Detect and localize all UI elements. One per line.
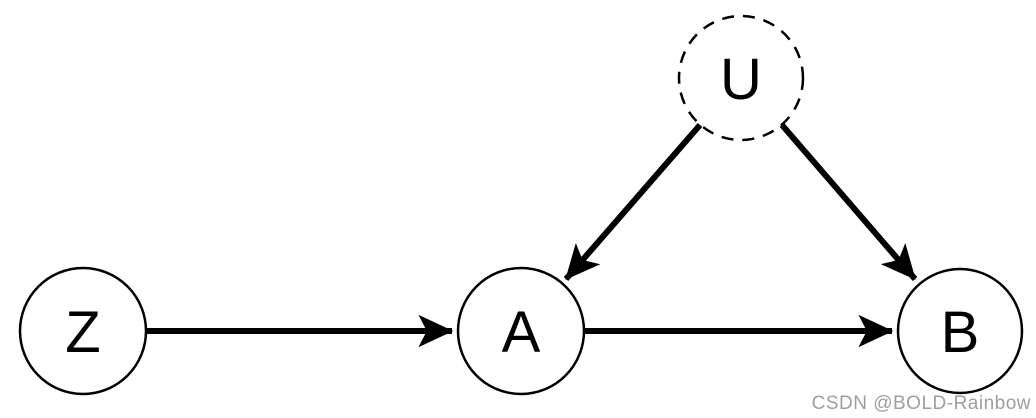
node-a-label: A	[502, 300, 541, 365]
node-b-label: B	[941, 300, 980, 365]
node-b-circle	[896, 267, 1024, 395]
node-u-label: U	[720, 47, 762, 112]
edge-u-to-b	[779, 123, 918, 281]
node-u: U	[677, 14, 805, 142]
node-z-label: Z	[65, 300, 100, 365]
node-b: B	[896, 267, 1024, 395]
node-z: Z	[18, 266, 148, 396]
node-a-circle	[456, 266, 586, 396]
node-u-circle	[677, 14, 805, 142]
watermark-text: CSDN @BOLD-Rainbow	[811, 393, 1031, 414]
node-z-circle	[18, 266, 148, 396]
edge-u-to-a	[563, 123, 703, 281]
node-a: A	[456, 266, 586, 396]
